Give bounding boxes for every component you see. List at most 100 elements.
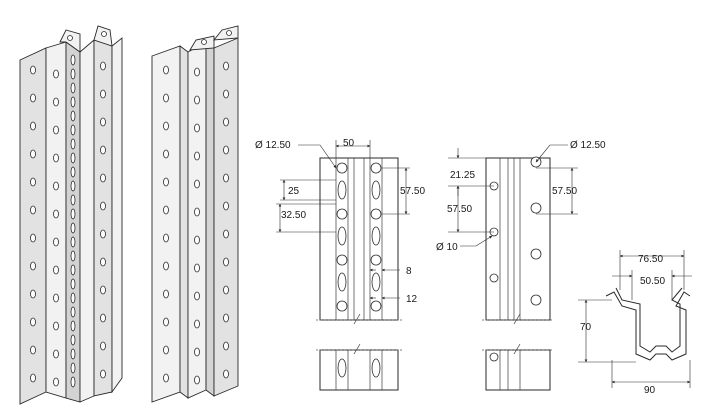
round-hole bbox=[30, 317, 36, 327]
round-hole bbox=[100, 229, 106, 239]
round-hole bbox=[163, 373, 169, 383]
round-hole bbox=[163, 121, 169, 131]
round-hole bbox=[194, 319, 200, 329]
round-hole bbox=[163, 261, 169, 271]
round-hole bbox=[194, 123, 200, 133]
teardrop-slot bbox=[70, 348, 76, 360]
round-hole bbox=[100, 369, 106, 379]
teardrop-slot bbox=[70, 180, 76, 192]
dim-outer-width-76-50: 76.50 bbox=[638, 254, 663, 265]
dim-hole-diameter-side: Ø 12.50 bbox=[570, 140, 606, 151]
round-hole bbox=[100, 117, 106, 127]
round-hole bbox=[194, 347, 200, 357]
teardrop-slot bbox=[70, 320, 76, 332]
round-hole bbox=[163, 289, 169, 299]
round-hole bbox=[336, 254, 348, 266]
cross-section-view: 76.50 50.50 70 90 bbox=[578, 250, 692, 396]
round-hole bbox=[194, 151, 200, 161]
round-hole bbox=[100, 257, 106, 267]
dim-hole-diameter-front: Ø 12.50 bbox=[255, 140, 291, 151]
round-hole bbox=[100, 313, 106, 323]
front-elevation-view: 50 Ø 12.50 25 32.50 57.50 8 12 bbox=[255, 138, 425, 391]
round-hole bbox=[53, 153, 59, 163]
round-hole bbox=[336, 208, 348, 220]
round-hole bbox=[163, 345, 169, 355]
round-hole bbox=[30, 121, 36, 131]
teardrop-slot bbox=[70, 362, 76, 374]
round-hole bbox=[163, 177, 169, 187]
round-hole bbox=[489, 273, 499, 283]
round-hole bbox=[530, 294, 542, 306]
teardrop-slot bbox=[70, 278, 76, 290]
teardrop-slot bbox=[70, 194, 76, 206]
round-hole bbox=[194, 95, 200, 105]
round-hole bbox=[53, 321, 59, 331]
round-hole bbox=[223, 145, 229, 155]
round-hole bbox=[194, 67, 200, 77]
dim-pitch-32-50: 32.50 bbox=[281, 210, 306, 221]
round-hole bbox=[223, 89, 229, 99]
teardrop-slot bbox=[337, 272, 347, 292]
teardrop-slot bbox=[70, 96, 76, 108]
round-hole bbox=[30, 177, 36, 187]
teardrop-slot bbox=[70, 152, 76, 164]
round-hole bbox=[53, 97, 59, 107]
round-hole bbox=[30, 345, 36, 355]
teardrop-slot bbox=[70, 138, 76, 150]
dim-base-width-90: 90 bbox=[644, 385, 656, 396]
teardrop-slot bbox=[70, 236, 76, 248]
round-hole bbox=[53, 377, 59, 387]
teardrop-slot bbox=[337, 180, 347, 200]
dim-depth-70: 70 bbox=[580, 322, 592, 333]
round-hole bbox=[30, 233, 36, 243]
round-hole bbox=[163, 205, 169, 215]
round-hole bbox=[223, 173, 229, 183]
teardrop-slot bbox=[70, 376, 76, 388]
teardrop-slot bbox=[70, 306, 76, 318]
teardrop-slot bbox=[70, 334, 76, 346]
dim-offset-21-25: 21.25 bbox=[450, 170, 475, 181]
round-hole bbox=[163, 233, 169, 243]
teardrop-slot bbox=[70, 166, 76, 178]
teardrop-slot bbox=[70, 208, 76, 220]
round-hole bbox=[223, 257, 229, 267]
round-hole bbox=[30, 289, 36, 299]
round-hole bbox=[53, 349, 59, 359]
round-hole bbox=[223, 341, 229, 351]
round-hole bbox=[194, 263, 200, 273]
round-hole bbox=[530, 248, 542, 260]
round-hole bbox=[100, 285, 106, 295]
round-hole bbox=[194, 207, 200, 217]
dim-hole-diameter-small: Ø 10 bbox=[436, 242, 458, 253]
round-hole bbox=[530, 202, 542, 214]
teardrop-slot bbox=[70, 54, 76, 66]
round-hole bbox=[100, 201, 106, 211]
round-hole bbox=[163, 93, 169, 103]
round-hole bbox=[223, 369, 229, 379]
teardrop-slot bbox=[337, 226, 347, 246]
teardrop-slot bbox=[371, 180, 381, 200]
round-hole bbox=[53, 125, 59, 135]
round-hole bbox=[100, 89, 106, 99]
round-hole bbox=[100, 145, 106, 155]
teardrop-slot bbox=[70, 82, 76, 94]
round-hole bbox=[30, 373, 36, 383]
teardrop-slot bbox=[70, 68, 76, 80]
round-hole bbox=[370, 162, 382, 174]
teardrop-slot bbox=[371, 226, 381, 246]
round-hole bbox=[100, 61, 106, 71]
dim-pitch-25: 25 bbox=[288, 186, 300, 197]
round-hole bbox=[223, 61, 229, 71]
round-hole bbox=[53, 69, 59, 79]
dim-inner-width-50-50: 50.50 bbox=[640, 276, 665, 287]
teardrop-slot bbox=[70, 124, 76, 136]
teardrop-slot bbox=[371, 272, 381, 292]
round-hole bbox=[194, 179, 200, 189]
round-hole bbox=[53, 265, 59, 275]
round-hole bbox=[30, 65, 36, 75]
round-hole bbox=[163, 65, 169, 75]
upright-iso-view-2 bbox=[151, 25, 239, 403]
dim-slot-8: 8 bbox=[406, 266, 412, 277]
